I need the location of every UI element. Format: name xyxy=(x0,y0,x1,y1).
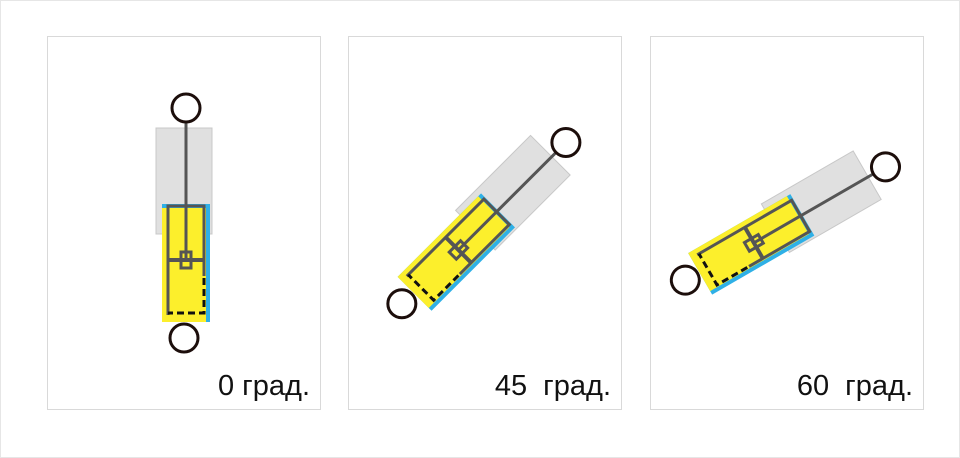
oil-body xyxy=(688,196,809,292)
piston-head xyxy=(743,226,765,260)
panel-45-degrees: 45 град. xyxy=(348,36,622,410)
piston-rod xyxy=(753,168,882,245)
dashed-valve-line xyxy=(168,278,206,315)
panel-60-degrees: 60 град. xyxy=(650,36,924,410)
upper-mount-eye-icon xyxy=(869,151,901,183)
oil-body xyxy=(397,196,510,308)
piston-clamp xyxy=(447,238,470,262)
dashed-valve-line xyxy=(407,273,460,303)
angle-caption: 0 град. xyxy=(218,370,310,402)
upper-mount-eye-icon xyxy=(170,92,202,124)
angle-caption: 45 град. xyxy=(494,370,611,402)
piston-head xyxy=(444,235,473,265)
piston-clamp xyxy=(179,250,193,270)
shock-absorber-diagram xyxy=(669,150,901,296)
panel-0-degrees: 0 град. xyxy=(47,36,321,410)
lower-mount-eye-icon xyxy=(168,322,200,354)
angle-caption: 60 град. xyxy=(796,370,913,402)
upper-mount-eye-icon xyxy=(550,127,582,159)
piston-rod xyxy=(457,145,563,252)
lower-mount-eye-icon xyxy=(386,288,418,320)
lower-mount-eye-icon xyxy=(669,264,701,296)
shock-absorber-diagram xyxy=(386,127,582,320)
piston-clamp xyxy=(742,232,766,254)
shock-absorber-diagram xyxy=(155,92,213,354)
dashed-valve-line xyxy=(697,253,749,288)
